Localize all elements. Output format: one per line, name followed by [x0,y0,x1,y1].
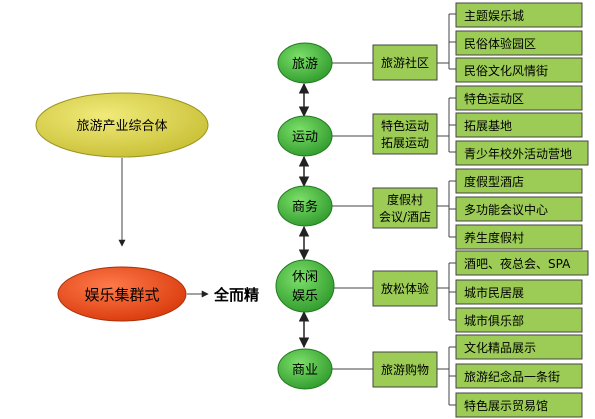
branch-label: 商业 [292,363,318,378]
item-box [455,112,583,138]
group-label: 度假村 [387,192,423,207]
item-box [455,168,583,194]
group-box [372,44,438,81]
group-box [372,187,438,229]
branch-commerce: 商业 旅游购物 文化精品展示 旅游纪念品一条街 特色展示贸易馆 [277,334,583,418]
item-label: 多功能会议中心 [464,202,548,217]
item-box [455,392,583,418]
group-label: 旅游社区 [381,55,429,70]
group-label: 旅游购物 [381,362,429,377]
branch-business: 商务 度假村 会议/酒店 度假型酒店 多功能会议中心 养生度假村 [277,168,583,250]
item-box [455,57,583,83]
item-label: 青少年校外活动营地 [464,146,572,161]
item-label: 特色运动区 [464,91,524,106]
item-box [455,307,583,333]
item-box [455,85,583,111]
branch-label: 旅游 [292,57,318,72]
group-label: 特色运动 [381,118,429,133]
group-label: 拓展运动 [381,136,429,150]
root-label: 旅游产业综合体 [76,119,167,134]
branch-tourism: 旅游 旅游社区 主题娱乐城 民俗体验园区 民俗文化风情街 [277,2,583,84]
branch-node [275,259,335,313]
item-box [455,363,583,389]
root-node [35,92,209,158]
item-box [455,196,583,222]
group-box [372,351,438,388]
item-label: 酒吧、夜总会、SPA [464,256,571,271]
branch-label: 运动 [292,130,318,145]
branch-label: 商务 [292,199,318,215]
item-label: 主题娱乐城 [464,9,524,23]
cluster-label: 娱乐集群式 [84,286,159,304]
item-label: 文化精品展示 [464,340,536,355]
item-box [455,2,583,28]
item-label: 城市民居展 [464,285,524,300]
item-box [455,30,583,56]
item-box [455,224,583,250]
item-box [455,250,589,276]
item-label: 养生度假村 [464,230,524,245]
branch-label: 娱乐 [292,289,318,304]
strategy-label: 全而精 [213,286,259,304]
branch-leisure: 休闲 娱乐 放松体验 酒吧、夜总会、SPA 城市民居展 城市俱乐部 [275,250,589,333]
item-label: 旅游纪念品一条街 [464,369,560,384]
item-label: 度假型酒店 [464,174,524,189]
item-box [455,334,583,360]
group-box [372,113,438,155]
group-label: 放松体验 [381,281,429,296]
item-box [455,140,589,166]
item-label: 城市俱乐部 [464,313,524,328]
branch-label: 休闲 [292,270,318,285]
item-label: 民俗体验园区 [464,36,536,51]
item-label: 拓展基地 [464,119,512,133]
item-box [455,279,583,305]
cluster-node [57,266,187,322]
branch-sports: 运动 特色运动 拓展运动 特色运动区 拓展基地 青少年校外活动营地 [277,85,589,166]
group-label: 会议/酒店 [379,210,431,224]
item-label: 民俗文化风情街 [464,63,548,78]
item-label: 特色展示贸易馆 [464,398,548,413]
